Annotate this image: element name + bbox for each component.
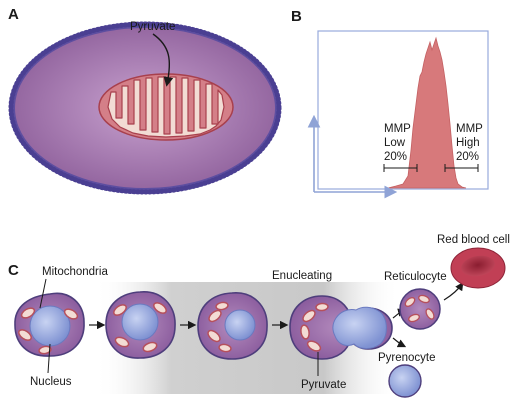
mmp-histogram <box>387 36 467 189</box>
panel-a-letter: A <box>8 6 19 23</box>
rbc-label: Red blood cell <box>437 234 510 246</box>
mitochondrion <box>98 73 234 141</box>
erythroblast-3 <box>197 292 268 360</box>
enucleating-cell <box>289 295 393 360</box>
panel-b-letter: B <box>291 8 302 25</box>
histogram-frame <box>317 30 489 190</box>
panel-c: C Enucleating Mitochondria Nucleus <box>8 234 510 398</box>
gate-low <box>383 164 418 172</box>
mitochondria-pointer <box>39 278 47 309</box>
red-blood-cell <box>450 247 506 289</box>
mmp-high-label: MMP High 20% <box>456 123 486 163</box>
pyrenocyte-label: Pyrenocyte <box>378 352 436 364</box>
panel-a: A Pyruvate <box>8 6 282 195</box>
pyruvate-label-a: Pyruvate <box>130 21 175 33</box>
gate-high <box>444 164 479 172</box>
panel-b: B MMP Low 20% MMP High 20% <box>291 8 489 199</box>
erythroblast-1 <box>14 292 85 357</box>
pyrenocyte <box>388 364 422 398</box>
enucleating-label: Enucleating <box>272 270 332 282</box>
maturation-arrow <box>443 282 464 301</box>
nucleus-label: Nucleus <box>30 376 72 388</box>
mitochondria-label: Mitochondria <box>42 266 108 278</box>
pyruvate-label-c: Pyruvate <box>301 379 346 391</box>
panel-c-letter: C <box>8 262 19 279</box>
branch-arrow-down <box>392 337 407 348</box>
pyruvate-arrow <box>152 33 174 87</box>
erythroblast-2 <box>105 291 176 359</box>
mmp-low-label: MMP Low 20% <box>384 123 414 163</box>
reticulocyte <box>399 288 441 330</box>
reticulocyte-label: Reticulocyte <box>384 271 447 283</box>
nucleus-pointer <box>47 343 51 374</box>
